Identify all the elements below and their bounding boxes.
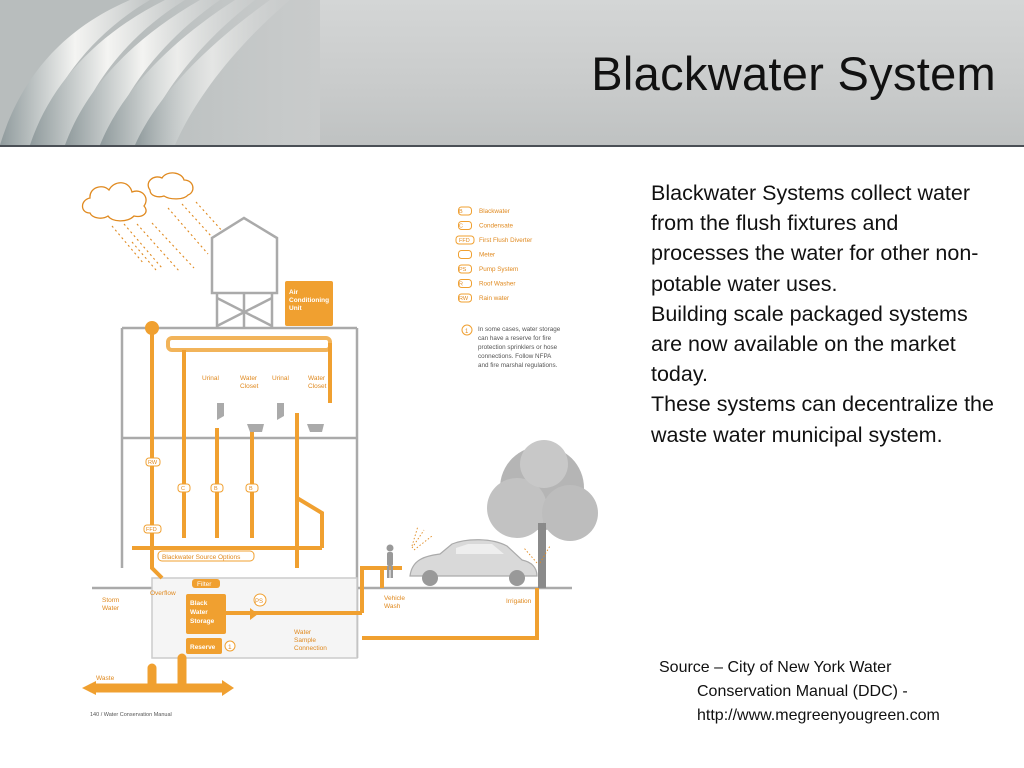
legend-item: R Roof Washer [458,279,516,288]
svg-text:1: 1 [465,329,469,335]
svg-text:Reserve: Reserve [190,644,216,651]
svg-text:In some cases, water storage: In some cases, water storage can have a … [478,326,562,369]
svg-text:B: B [249,486,253,492]
ac-unit: Air Conditioning Unit [285,281,333,326]
building [92,326,572,659]
water-closet-1 [247,424,264,432]
source-options-tag: Blackwater Source Options [157,550,255,562]
svg-text:Irrigation: Irrigation [506,598,532,605]
svg-text:Overflow: Overflow [150,590,176,597]
svg-text:Blackwater Source Options: Blackwater Source Options [162,554,241,561]
water-closet-2 [307,424,324,432]
svg-text:140 / Water Conservation Manua: 140 / Water Conservation Manual [90,712,172,718]
rain-drops [111,201,235,273]
legend-item: Meter [458,250,495,259]
svg-text:C: C [181,486,185,492]
rain-cloud [81,172,194,222]
water-tower [210,216,279,328]
legend-item: B Blackwater [458,206,510,216]
fixtures [217,403,324,432]
urinal-1 [217,403,224,420]
svg-text:PS: PS [255,599,263,605]
source-line-2: Conservation Manual (DDC) - [697,683,908,700]
spray [411,525,433,551]
header-rule [0,145,1024,147]
svg-text:Waste: Waste [96,675,115,682]
legend-label: Pump System [479,266,518,273]
waste-pipes [87,653,227,693]
svg-text:Air Conditioning U: Air Conditioning Unit [289,289,331,312]
legend-code: R [459,282,463,288]
pipe-tags: RW C B B FFD [143,457,259,534]
legend-code: FFD [459,238,470,244]
roof-collector [166,336,332,352]
car [409,539,538,586]
svg-text:FFD: FFD [146,527,157,533]
svg-text:Urinal: Urinal [272,375,290,382]
legend-label: Blackwater [479,208,510,215]
legend-code: C [459,224,463,230]
source-link[interactable]: http://www.megreenyougreen.com [697,707,940,724]
urinal-2 [277,403,284,420]
body-text: Blackwater Systems collect water from th… [651,178,1001,450]
legend-item: FFD First Flush Diverter [455,235,532,245]
storage-area: Overflow Filter Black Water Storage Rese… [150,579,267,654]
person-washing [386,544,394,578]
legend-label: Rain water [479,295,509,302]
legend-label: First Flush Diverter [479,237,532,244]
body-paragraph-3: These systems can decentralize the waste… [651,392,994,447]
slide-header: Blackwater System [0,0,1024,145]
legend-item: RW Rain water [458,293,509,303]
source-citation: Source – City of New York Water Conserva… [659,656,1009,728]
book-pages-image [0,0,320,145]
legend-item: PS Pump System [458,264,518,274]
svg-text:RW: RW [148,460,158,466]
legend-code: B [459,209,463,215]
source-line-1: Source – City of New York Water [659,659,892,676]
slide-title: Blackwater System [591,47,996,100]
svg-text:1: 1 [228,644,232,651]
legend-label: Condensate [479,223,513,230]
svg-text:Filter: Filter [197,581,212,588]
legend-code: RW [459,296,469,302]
svg-text:Black Water Storag: Black Water Storage [190,600,215,625]
legend-label: Roof Washer [479,281,516,288]
tree [487,440,598,588]
storage-note: 1 In some cases, water storage can have … [461,324,562,369]
legend-code: PS [459,267,467,273]
pipe-arrows [82,680,234,696]
svg-text:B: B [214,486,218,492]
svg-text:Urinal: Urinal [202,375,220,382]
body-paragraph-1: Blackwater Systems collect water from th… [651,181,979,296]
blackwater-diagram: Air Conditioning Unit [81,172,598,718]
legend-item: C Condensate [458,221,513,230]
legend-label: Meter [479,252,495,259]
body-paragraph-2: Building scale packaged systems are now … [651,301,968,387]
